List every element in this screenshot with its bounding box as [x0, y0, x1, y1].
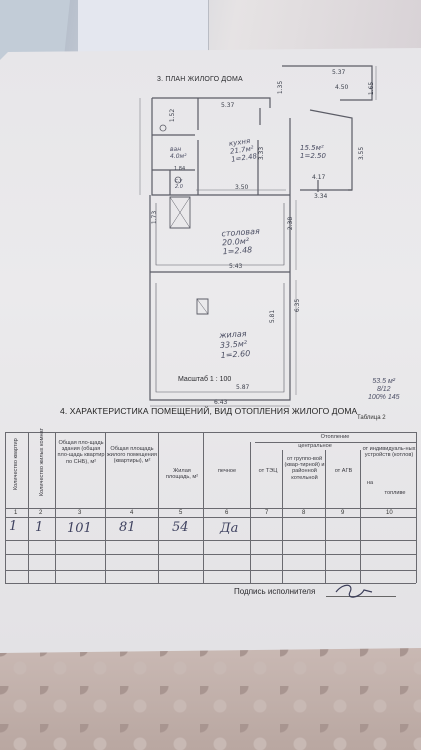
header-stove: печное [217, 468, 237, 474]
plan-scale: Масштаб 1 : 100 [178, 376, 232, 383]
dim-587: 5.87 [236, 384, 250, 391]
dim-450: 4.50 [335, 84, 349, 91]
col-num-2: 2 [39, 510, 43, 516]
value-rooms: 1 [35, 520, 44, 535]
dim-350: 3.50 [235, 184, 249, 191]
col-num-1: 1 [14, 510, 18, 516]
dim-334: 3.34 [314, 193, 328, 200]
header-group-boiler: от группо-вой (квар-тирной) и районной к… [284, 456, 325, 481]
header-living-area: Жилая площадь, м² [165, 468, 199, 481]
dim-537: 5.37 [221, 102, 235, 109]
header-tets: от ТЭЦ [258, 468, 278, 474]
plan-title: 3. ПЛАН ЖИЛОГО ДОМА [157, 76, 243, 83]
value-total-building: 101 [67, 521, 92, 536]
header-agv: от АГВ [334, 468, 353, 474]
header-individual-fuel: топливе [384, 490, 406, 496]
value-apartments: 1 [9, 519, 18, 534]
value-total-dwelling: 81 [119, 520, 136, 535]
col-num-10: 10 [386, 510, 393, 516]
signature-label: Подпись исполнителя [234, 587, 316, 596]
col-num-8: 8 [302, 510, 306, 516]
col-num-3: 3 [78, 510, 82, 516]
signature-line [326, 596, 396, 597]
section-title: 4. ХАРАКТЕРИСТИКА ПОМЕЩЕНИЙ, ВИД ОТОПЛЕН… [60, 406, 358, 416]
header-individual: от индивидуаль-ных устройств (котлов) [362, 446, 416, 459]
col-num-5: 5 [179, 510, 183, 516]
col-num-6: 6 [225, 510, 229, 516]
document-page [0, 48, 421, 653]
dim-537-ext: 5.37 [332, 69, 346, 76]
col-num-9: 9 [341, 510, 345, 516]
value-stove: Да [220, 521, 239, 536]
header-total-building: Общая пло-щадь здания (общая пло-щадь кв… [57, 440, 105, 465]
header-total-dwelling: Общая площадь жилого помещения (квартиры… [107, 446, 157, 465]
header-heating: Отопление [320, 434, 350, 440]
dim-417: 4.17 [312, 174, 326, 181]
col-num-4: 4 [130, 510, 134, 516]
dim-543: 5.43 [229, 263, 243, 270]
header-central: центральное [298, 443, 332, 449]
table-label: Таблица 2 [357, 415, 386, 421]
background-card-2 [78, 0, 209, 58]
dim-184: 1.84 [174, 166, 186, 172]
col-num-7: 7 [265, 510, 269, 516]
dim-643: 6.43 [214, 399, 228, 406]
value-living-area: 54 [172, 520, 189, 535]
header-individual-on: на [366, 480, 374, 486]
